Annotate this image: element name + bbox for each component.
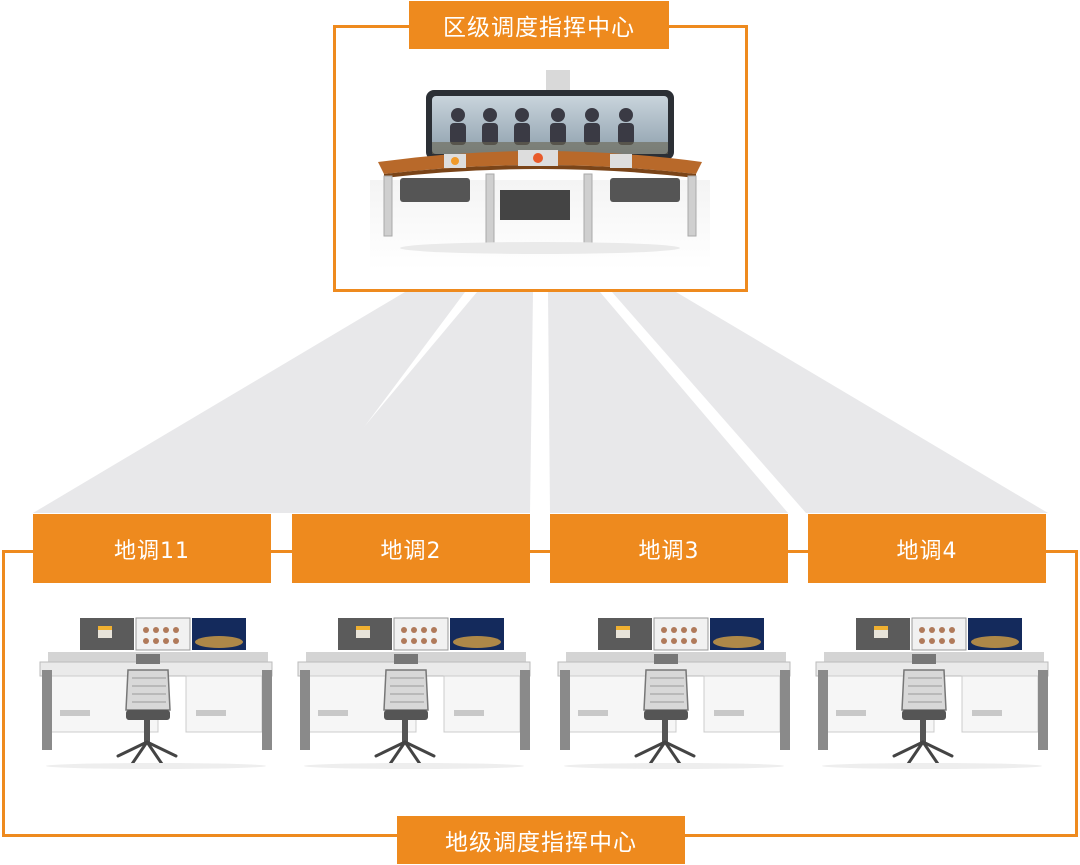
beam-3: [548, 292, 788, 513]
beam-4: [612, 292, 1048, 513]
district-center-title: 区级调度指挥中心: [409, 1, 669, 49]
unit-label-3: 地调3: [550, 514, 788, 583]
unit-label-1: 地调11: [33, 514, 271, 583]
workstation-image-2: [294, 610, 534, 770]
workstation-image-3: [554, 610, 794, 770]
beam-1: [33, 292, 465, 513]
workstation-image-1: [36, 610, 276, 770]
workstation-image-4: [812, 610, 1052, 770]
prefecture-center-title: 地级调度指挥中心: [397, 816, 685, 864]
unit-label-4: 地调4: [808, 514, 1046, 583]
unit-label-2: 地调2: [292, 514, 530, 583]
beam-2: [292, 292, 533, 513]
video-conference-room-image: [370, 70, 710, 270]
